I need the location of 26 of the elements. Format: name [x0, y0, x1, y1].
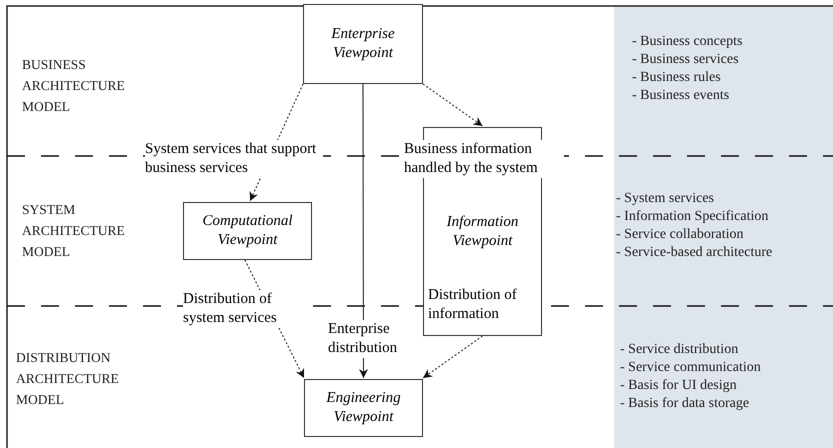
- edge-label: System services that support business services: [145, 140, 323, 178]
- feature-item: - Business concepts: [632, 33, 742, 51]
- band-title: BUSINESS ARCHITECTURE MODEL: [22, 56, 126, 116]
- node-label: Enterprise Viewpoint: [330, 25, 396, 63]
- band-title: DISTRIBUTION ARCHITECTURE MODEL: [16, 349, 120, 409]
- viewpoint-box: [183, 202, 312, 260]
- node-label: Computational Viewpoint: [201, 212, 294, 250]
- viewpoint-box: [303, 4, 423, 84]
- node-label: Engineering Viewpoint: [325, 389, 402, 427]
- feature-item: - Service collaboration: [616, 226, 744, 244]
- feature-item: - Business rules: [632, 69, 721, 87]
- viewpoint-box: [304, 379, 423, 437]
- feature-item: - Basis for UI design: [620, 377, 737, 395]
- feature-item: - Service distribution: [620, 341, 738, 359]
- feature-item: - Business services: [632, 51, 739, 69]
- feature-item: - Information Specification: [616, 208, 768, 226]
- arrow: [422, 84, 483, 126]
- feature-item: - Business events: [632, 87, 730, 105]
- feature-item: - Basis for data storage: [620, 395, 750, 413]
- arrow: [422, 336, 483, 378]
- feature-item: - System services: [616, 190, 714, 208]
- node-label: Information Viewpoint: [446, 212, 520, 250]
- edge-label: Business information handled by the system: [404, 140, 564, 178]
- feature-item: - Service-based architecture: [616, 244, 772, 262]
- feature-item: - Service communication: [620, 359, 761, 377]
- band-title: SYSTEM ARCHITECTURE MODEL: [22, 201, 126, 261]
